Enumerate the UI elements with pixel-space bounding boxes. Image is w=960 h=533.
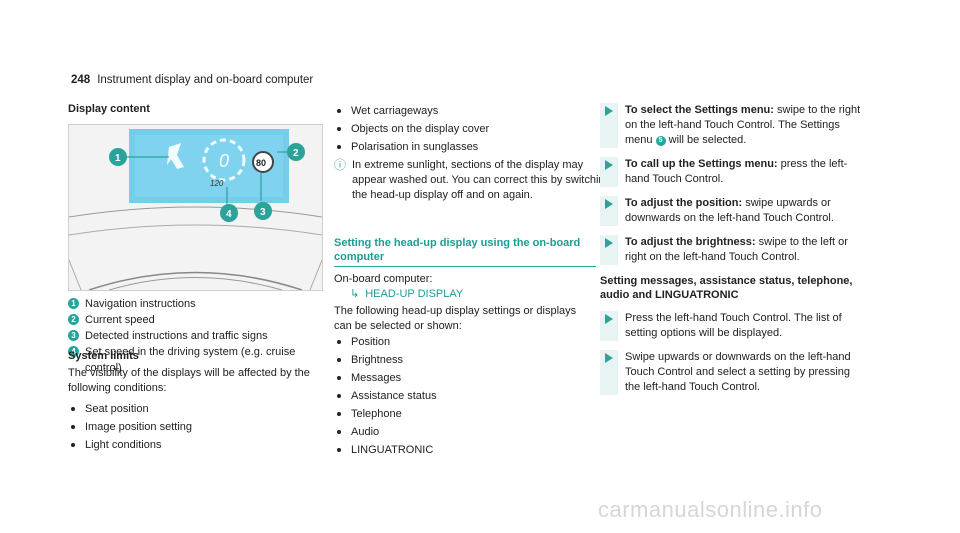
system-limits-text: The visibility of the displays will be a… bbox=[68, 367, 310, 394]
list-item: Messages bbox=[334, 370, 589, 386]
page-number: 248 bbox=[71, 74, 91, 86]
legend-number: 3 bbox=[68, 330, 79, 341]
callout-3-label: 3 bbox=[260, 207, 266, 218]
legend-text: Navigation instructions bbox=[85, 298, 196, 310]
settings-intro: The following head-up display settings o… bbox=[334, 305, 577, 332]
list-item: LINGUATRONIC bbox=[334, 442, 589, 458]
list-item: Objects on the display cover bbox=[334, 121, 589, 137]
section-title-system-limits: System limits bbox=[68, 350, 139, 362]
info-icon: ⓘ bbox=[334, 158, 347, 172]
callout-2 bbox=[287, 143, 305, 161]
speed-gauge bbox=[202, 138, 246, 182]
speed-limit-sign-icon bbox=[252, 151, 274, 173]
legend-number: 2 bbox=[68, 314, 79, 325]
instruction-step: Swipe upwards or downwards on the left-h… bbox=[600, 350, 862, 395]
legend-item: 1 Navigation instructions bbox=[68, 296, 323, 312]
current-speed-digit: 0 bbox=[219, 151, 229, 171]
callout-2-label: 2 bbox=[293, 148, 299, 159]
step-text: swipe upwards or downwards on the left-h… bbox=[625, 197, 834, 224]
settings-list: Position Brightness Messages Assistance … bbox=[334, 334, 589, 460]
step-text: swipe to the left or right on the left-h… bbox=[625, 236, 848, 263]
callout-1-label: 1 bbox=[115, 153, 121, 164]
list-item: Light conditions bbox=[68, 437, 323, 453]
instruction-step: To adjust the position: swipe upwards or… bbox=[600, 196, 862, 226]
step-heading: To adjust the brightness: bbox=[625, 236, 756, 248]
step-heading: To select the Settings menu: bbox=[625, 104, 774, 116]
legend-text: Detected instructions and traffic signs bbox=[85, 330, 268, 342]
list-item: Brightness bbox=[334, 352, 589, 368]
callout-4-label: 4 bbox=[226, 209, 232, 220]
menu-arrow-icon: ↳ bbox=[350, 288, 360, 300]
step-arrow-icon bbox=[605, 199, 613, 209]
list-item: Telephone bbox=[334, 406, 589, 422]
conditions-list: Seat position Image position setting Lig… bbox=[68, 401, 323, 455]
page-header: 248 Instrument display and on-board compu… bbox=[71, 74, 313, 86]
navigation-arrow-icon bbox=[167, 143, 184, 169]
callout-3 bbox=[254, 202, 272, 220]
instruction-step: To select the Settings menu: swipe to th… bbox=[600, 103, 862, 148]
on-board-computer-label: On-board computer: bbox=[334, 273, 433, 285]
hud-illustration: 0 80 120 1 2 3 4 bbox=[69, 125, 322, 290]
step-arrow-icon bbox=[605, 160, 613, 170]
section-title-setting-messages: Setting messages, assistance status, tel… bbox=[600, 275, 853, 301]
step-heading: To call up the Settings menu: bbox=[625, 158, 778, 170]
conditions-list-continued: Wet carriageways Objects on the display … bbox=[334, 103, 589, 157]
step-arrow-icon bbox=[605, 314, 613, 324]
step-text: Press the left-hand Touch Control. The l… bbox=[625, 312, 842, 339]
menu-path: ↳ HEAD-UP DISPLAY bbox=[334, 287, 463, 302]
list-item: Position bbox=[334, 334, 589, 350]
step-text: swipe to the right on the left-hand Touc… bbox=[625, 104, 861, 146]
set-speed-value: 120 bbox=[210, 179, 224, 188]
callout-4 bbox=[220, 204, 238, 222]
watermark: carmanualsonline.info bbox=[598, 497, 823, 522]
menu-path-label: HEAD-UP DISPLAY bbox=[365, 288, 464, 300]
legend-text: Current speed bbox=[85, 314, 155, 326]
legend-item: 3 Detected instructions and traffic signs bbox=[68, 328, 323, 344]
step-arrow-icon bbox=[605, 353, 613, 363]
step-heading: To adjust the position: bbox=[625, 197, 743, 209]
legend-number: 1 bbox=[68, 298, 79, 309]
step-text-end: will be selected. bbox=[668, 134, 747, 146]
speed-limit-value: 80 bbox=[256, 158, 266, 168]
callout-1 bbox=[109, 148, 127, 166]
instruction-step: To adjust the brightness: swipe to the l… bbox=[600, 235, 862, 265]
step-arrow-icon bbox=[605, 238, 613, 248]
section-title-display-content: Display content bbox=[68, 103, 150, 115]
info-note-text: In extreme sunlight, sections of the dis… bbox=[352, 159, 611, 201]
hud-figure: 0 80 120 1 2 3 4 bbox=[68, 124, 323, 291]
section-title-head-up-settings: Setting the head-up display using the on… bbox=[334, 236, 596, 267]
instruction-step: To call up the Settings menu: press the … bbox=[600, 157, 862, 187]
step-reference-number: 5 bbox=[655, 136, 666, 146]
list-item: Wet carriageways bbox=[334, 103, 589, 119]
legend-number: 4 bbox=[68, 346, 79, 357]
step-text: Swipe upwards or downwards on the left-h… bbox=[625, 351, 851, 393]
step-arrow-icon bbox=[605, 106, 613, 116]
list-item: Audio bbox=[334, 424, 589, 440]
step-text: press the left-hand Touch Control. bbox=[625, 158, 848, 185]
info-note: ⓘ In extreme sunlight, sections of the d… bbox=[334, 158, 612, 203]
instruction-step: Press the left-hand Touch Control. The l… bbox=[600, 311, 862, 341]
instruction-steps: To select the Settings menu: swipe to th… bbox=[600, 103, 862, 404]
list-item: Seat position bbox=[68, 401, 323, 417]
legend-item: 4 Set speed in the driving system (e.g. c… bbox=[68, 344, 323, 376]
list-item: Image position setting bbox=[68, 419, 323, 435]
page-header-title: Instrument display and on-board computer bbox=[97, 74, 314, 86]
list-item: Polarisation in sunglasses bbox=[334, 139, 589, 155]
legend-text: Set speed in the driving system (e.g. cr… bbox=[85, 346, 296, 374]
legend-item: 2 Current speed bbox=[68, 312, 323, 328]
list-item: Assistance status bbox=[334, 388, 589, 404]
